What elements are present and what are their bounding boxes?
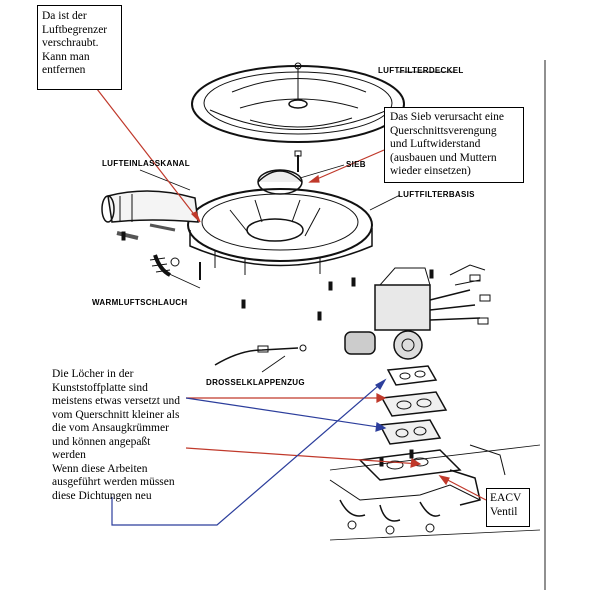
callout-line: Die Löcher in der xyxy=(52,368,134,380)
callout-eacv: EACV Ventil xyxy=(486,488,530,527)
label-intake-duct: LUFTEINLASSKANAL xyxy=(102,159,190,168)
callout-line: Wenn diese Arbeiten xyxy=(52,462,148,475)
callout-line: wieder einsetzen) xyxy=(390,165,471,177)
callout-line: EACV xyxy=(490,492,522,504)
callout-line: Querschnittsverengung xyxy=(390,124,497,137)
label-sieve: SIEB xyxy=(346,160,366,169)
callout-line: Kann man xyxy=(42,50,90,63)
callout-line: meistens etwas versetzt und xyxy=(52,395,181,407)
label-filter-cover: LUFTFILTERDECKEL xyxy=(378,66,464,75)
callout-line: Da ist der xyxy=(42,10,87,22)
callout-air-limiter: Da ist der Luftbegrenzer verschraubt. Ka… xyxy=(37,5,122,90)
gaskets xyxy=(378,365,448,445)
leader-lines xyxy=(139,71,455,373)
callout-line: ausgeführt werden müssen xyxy=(52,476,175,488)
label-filter-base: LUFTFILTERBASIS xyxy=(398,190,475,199)
label-warm-air-hose: WARMLUFTSCHLAUCH xyxy=(92,298,188,307)
callout-line: und Luftwiderstand xyxy=(390,138,481,150)
callout-line: entfernen xyxy=(42,64,86,76)
callout-line: und können angepaßt xyxy=(52,435,151,448)
callout-line: verschraubt. xyxy=(42,37,99,49)
filter-base xyxy=(187,188,373,275)
callout-line: die vom Ansaugkrümmer xyxy=(52,422,169,434)
stud xyxy=(294,150,302,172)
callout-line: Ventil xyxy=(490,505,518,518)
callout-line: (ausbauen und Muttern xyxy=(390,151,497,164)
callout-line: diese Dichtungen neu xyxy=(52,489,152,502)
callout-line: werden xyxy=(52,449,86,461)
callout-line: Kunststoffplatte sind xyxy=(52,381,148,394)
throttle-cable xyxy=(214,344,307,366)
intake-duct xyxy=(101,190,199,240)
callout-line: vom Querschnitt kleiner als xyxy=(52,408,180,421)
red-arrows xyxy=(89,79,487,501)
callout-holes: Die Löcher in der Kunststoffplatte sind … xyxy=(48,363,186,502)
callout-line: Das Sieb verursacht eine xyxy=(390,111,505,123)
callout-line: Luftbegrenzer xyxy=(42,23,108,36)
label-throttle-cable: DROSSELKLAPPENZUG xyxy=(206,378,305,387)
callout-sieve: Das Sieb verursacht eine Querschnittsver… xyxy=(384,107,524,183)
warm-air-hose xyxy=(149,254,201,280)
blue-arrows xyxy=(111,378,387,526)
bolts xyxy=(121,231,434,467)
filter-cover xyxy=(191,62,405,143)
carburetor xyxy=(344,264,491,360)
